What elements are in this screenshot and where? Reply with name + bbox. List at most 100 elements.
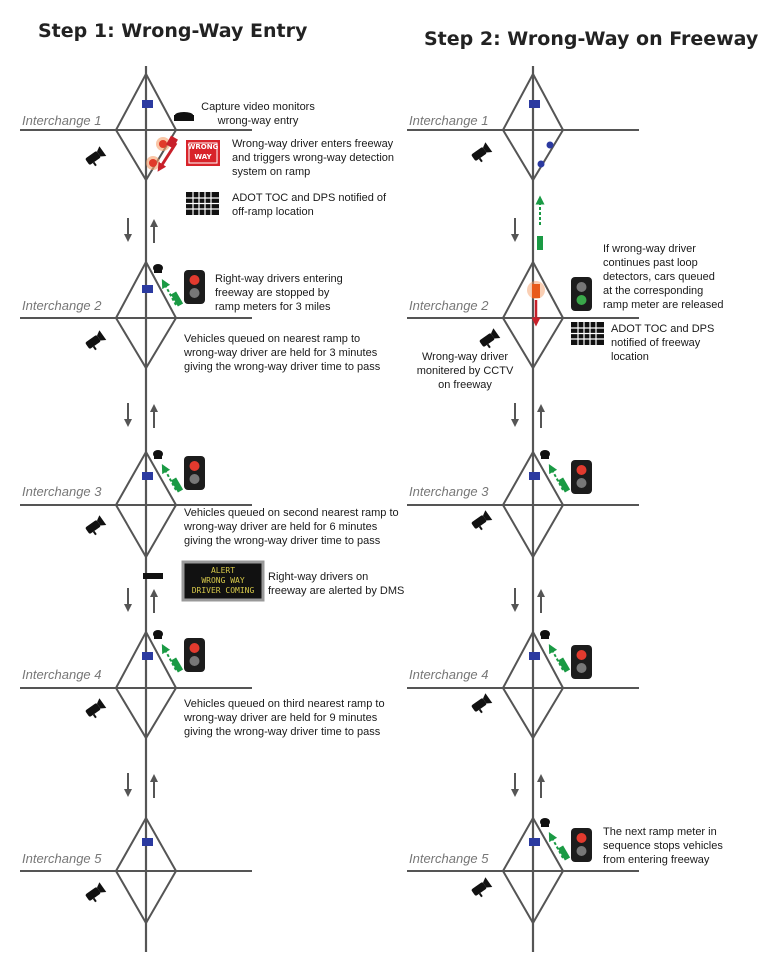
note-held-3-line-1: Vehicles queued on nearest ramp to	[184, 333, 361, 345]
note-adot-freeway-line-3: location	[611, 351, 649, 363]
wrong-way-sign-line-1: WRONG	[187, 143, 219, 151]
step2-ramp-5-meter-icon	[571, 828, 592, 862]
dms-line-2: WRONG WAY	[201, 576, 245, 585]
note-monitored-cctv: Wrong-way driver monitered by CCTV on fr…	[410, 350, 520, 392]
note-held-6-line-1: Vehicles queued on second nearest ramp t…	[184, 507, 399, 519]
step1-interchange-1	[20, 71, 252, 182]
note-held-3-line-2: wrong-way driver are held for 3 minutes	[184, 347, 378, 359]
step1-dms-post	[143, 573, 163, 579]
note-held-9-line-1: Vehicles queued on third nearest ramp to	[184, 698, 385, 710]
step1-grid-icon	[185, 191, 220, 216]
step1-detector-1	[142, 100, 153, 108]
step1-detector-5	[142, 838, 153, 846]
step2-interchange-5	[407, 815, 639, 926]
step2-interchange-label-2: Interchange 2	[409, 298, 489, 313]
note-monitored-cctv-line-3: on freeway	[438, 379, 492, 391]
step2-detector-3	[529, 472, 540, 480]
step1-interchange-5	[20, 815, 252, 926]
step2-camera-2-icon	[477, 328, 502, 351]
step2-title: Step 2: Wrong-Way on Freeway	[424, 28, 758, 50]
step2-camera-5-icon	[469, 877, 494, 900]
note-next-meter-line-3: from entering freeway	[603, 854, 710, 866]
note-continues-past: If wrong-way driver continues past loop …	[603, 242, 738, 312]
step1-interchange-label-4: Interchange 4	[22, 667, 102, 682]
step1-interchange-label-3: Interchange 3	[22, 484, 102, 499]
step2-interchange-2	[407, 259, 639, 370]
dms-sign	[181, 560, 265, 602]
wrong-way-sign-line-2: WAY	[194, 153, 212, 161]
note-right-way-stopped-line-3: ramp meters for 3 miles	[215, 301, 331, 313]
step2-ramp-5	[540, 818, 592, 862]
step2-interchange-4	[407, 629, 639, 740]
step2-detector-1	[529, 100, 540, 108]
step1-ramp-3-driver-icon	[153, 450, 163, 459]
step2-ramp-2-meter-icon	[571, 277, 592, 311]
note-monitored-cctv-line-1: Wrong-way driver	[422, 351, 508, 363]
step1-ramp-2	[153, 264, 205, 307]
note-continues-past-line-3: detectors, cars queued	[603, 271, 715, 283]
note-continues-past-line-5: ramp meter are released	[603, 299, 724, 311]
note-right-way-stopped: Right-way drivers entering freeway are s…	[215, 272, 365, 314]
step1-interchange-label-1: Interchange 1	[22, 113, 102, 128]
note-adot-freeway: ADOT TOC and DPS notified of freeway loc…	[611, 322, 731, 364]
note-held-3-line-3: giving the wrong-way driver time to pass	[184, 361, 381, 373]
note-held-3: Vehicles queued on nearest ramp to wrong…	[184, 332, 404, 374]
step1-interchange-2	[20, 259, 252, 370]
note-held-9: Vehicles queued on third nearest ramp to…	[184, 697, 404, 739]
wrong-way-sign	[186, 140, 220, 166]
step1-title: Step 1: Wrong-Way Entry	[38, 20, 308, 42]
note-continues-past-line-2: continues past loop	[603, 257, 698, 269]
note-next-meter-line-2: sequence stops vehicles	[603, 840, 723, 852]
step1-ramp-4	[153, 630, 205, 673]
step2-camera-1-icon	[469, 142, 494, 165]
step1-ramp-3	[153, 450, 205, 493]
note-capture-video: Capture video monitors wrong-way entry	[198, 100, 318, 128]
note-held-9-line-2: wrong-way driver are held for 9 minutes	[184, 712, 378, 724]
step1-ramp-3-meter-icon	[184, 456, 205, 490]
step2-detector-4	[529, 652, 540, 660]
step2-ramp-4-meter-icon	[571, 645, 592, 679]
step1-ramp-4-driver-icon	[153, 630, 163, 639]
step2-interchange-label-4: Interchange 4	[409, 667, 489, 682]
note-held-6: Vehicles queued on second nearest ramp t…	[184, 506, 404, 548]
step1-camera-4-icon	[83, 698, 108, 721]
step2-interchange-label-3: Interchange 3	[409, 484, 489, 499]
note-wrong-way-enters-line-2: and triggers wrong-way detection	[232, 152, 395, 164]
note-held-6-line-3: giving the wrong-way driver time to pass	[184, 535, 381, 547]
note-wrong-way-enters-line-1: Wrong-way driver enters freeway	[232, 138, 394, 150]
step1-camera-1-icon	[83, 146, 108, 169]
step2-loop-detector-b	[537, 160, 545, 168]
note-next-meter: The next ramp meter in sequence stops ve…	[603, 825, 738, 867]
dms-line-1: ALERT	[210, 566, 236, 575]
step2-loop-detector-a	[546, 141, 554, 149]
step2-ramp-3	[540, 450, 592, 494]
wrong-way-sign-text: WRONG WAY	[186, 142, 220, 162]
step1-camera-5-icon	[83, 882, 108, 905]
note-right-way-stopped-line-1: Right-way drivers entering	[215, 273, 343, 285]
note-held-9-line-3: giving the wrong-way driver time to pass	[184, 726, 381, 738]
note-adot-offramp: ADOT TOC and DPS notified of off-ramp lo…	[232, 191, 402, 219]
note-continues-past-line-4: at the corresponding	[603, 285, 704, 297]
step2-interchange-1	[407, 71, 639, 182]
note-continues-past-line-1: If wrong-way driver	[603, 243, 696, 255]
step2-ramp-4-driver-icon	[540, 630, 550, 639]
step1-ramp-2-meter-icon	[184, 270, 205, 304]
dms-sign-text: ALERT WRONG WAY DRIVER COMING	[186, 566, 260, 596]
step2-direction-arrows	[511, 218, 545, 798]
note-next-meter-line-1: The next ramp meter in	[603, 826, 717, 838]
note-wrong-way-enters: Wrong-way driver enters freeway and trig…	[232, 137, 402, 179]
wrong-way-entry-icon	[146, 135, 178, 172]
note-right-way-stopped-line-2: freeway are stopped by	[215, 287, 330, 299]
note-adot-freeway-line-1: ADOT TOC and DPS	[611, 323, 715, 335]
note-capture-video-line-1: Capture video monitors	[201, 101, 315, 113]
step2-ramp-3-meter-icon	[571, 460, 592, 494]
step2-interchange-label-5: Interchange 5	[409, 851, 489, 866]
step2-camera-4-icon	[469, 693, 494, 716]
step1-interchange-3	[20, 449, 252, 560]
note-adot-offramp-line-2: off-ramp location	[232, 206, 314, 218]
step2-detector-5	[529, 838, 540, 846]
step1-interchange-4	[20, 629, 252, 740]
step1-camera-2-icon	[83, 330, 108, 353]
note-held-6-line-2: wrong-way driver are held for 6 minutes	[184, 521, 378, 533]
